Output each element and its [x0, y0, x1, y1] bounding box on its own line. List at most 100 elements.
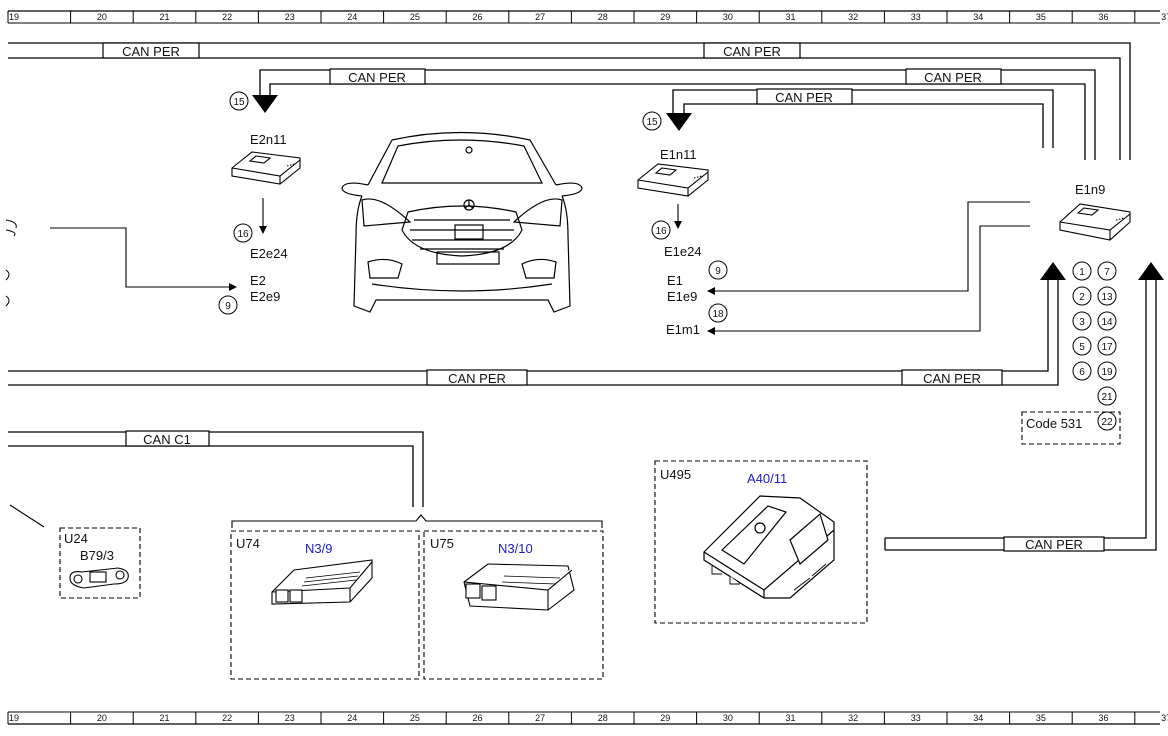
- control-module-icon: [637, 163, 709, 197]
- ref-number: 1: [1079, 267, 1085, 278]
- component-label-e1n9: E1n9: [1075, 182, 1105, 197]
- ruler-column-number: 23: [285, 713, 295, 723]
- ruler-column-number: 19: [9, 12, 19, 22]
- wire-e1m1: [707, 225, 1030, 335]
- ruler-column-number: 31: [785, 12, 795, 22]
- ref-number: 6: [1079, 367, 1085, 378]
- ruler-column-number: 34: [973, 12, 983, 22]
- bus-label-can-per: CAN PER: [924, 70, 982, 85]
- ruler-column-number: 21: [159, 713, 169, 723]
- ruler-column-number: 28: [598, 713, 608, 723]
- bus-label-can-c1: CAN C1: [143, 432, 191, 447]
- component-label-u74: U74: [236, 536, 260, 551]
- code-label: Code 531: [1026, 416, 1082, 431]
- ref-number: 9: [715, 266, 721, 277]
- ref-number-circle: [1097, 261, 1117, 281]
- ref-number: 15: [646, 117, 658, 128]
- can-per-e2n11-bus: [259, 69, 1096, 160]
- ref-number-circle: [1097, 361, 1117, 381]
- part-label-n3-9: N3/9: [305, 541, 332, 556]
- ref-number: 14: [1101, 317, 1113, 328]
- ruler-column-number: 37: [1161, 12, 1168, 22]
- part-label-b79-3: B79/3: [80, 548, 114, 563]
- ruler-column-number: 25: [410, 12, 420, 22]
- bus-label-can-per: CAN PER: [122, 44, 180, 59]
- ref-number-circle: [1072, 336, 1092, 356]
- can-per-top-bus: [8, 42, 1131, 160]
- component-label-e1n11: E1n11: [660, 147, 697, 162]
- bus-arrow-icon: [666, 113, 692, 131]
- ruler-column-number: 34: [973, 713, 983, 723]
- ref-number: 18: [712, 309, 724, 320]
- component-label-e1m1: E1m1: [666, 322, 700, 337]
- ruler-column-number: 31: [785, 713, 795, 723]
- ruler-column-number: 27: [535, 12, 545, 22]
- ruler-column-number: 23: [285, 12, 295, 22]
- ruler-column-number: 29: [660, 12, 670, 22]
- display-unit-icon: [703, 495, 835, 599]
- component-label-e2n11: E2n11: [250, 132, 287, 147]
- component-label-e1e9: E1e9: [667, 289, 697, 304]
- u495-box: [654, 460, 868, 624]
- bus-arrow-icon: [1040, 262, 1066, 280]
- bus-label-can-per: CAN PER: [923, 371, 981, 386]
- leader-line: [9, 504, 45, 528]
- cut-off-symbol-icon: [5, 269, 10, 307]
- ref-number-circle: [1097, 336, 1117, 356]
- can-per-bottom-bus: [884, 280, 1157, 551]
- ref-number-circle: [1097, 386, 1117, 406]
- code-box: [1021, 411, 1121, 445]
- ruler-column-number: 20: [97, 713, 107, 723]
- ruler-column-number: 19: [9, 713, 19, 723]
- bus-arrow-icon: [1138, 262, 1164, 280]
- ref-number: 16: [237, 229, 249, 240]
- ruler-column-number: 35: [1036, 12, 1046, 22]
- component-label-u495: U495: [660, 467, 691, 482]
- bottom-ruler: [8, 711, 1160, 725]
- ref-number: 9: [225, 301, 231, 312]
- ruler-column-number: 27: [535, 713, 545, 723]
- u75-box: [423, 530, 604, 680]
- ruler-column-number: 33: [911, 12, 921, 22]
- control-module-icon: [231, 151, 301, 185]
- ref-number: 22: [1101, 417, 1113, 428]
- ref-number: 5: [1079, 342, 1085, 353]
- bus-label-can-per: CAN PER: [1025, 537, 1083, 552]
- bus-label-can-per: CAN PER: [448, 371, 506, 386]
- cut-off-symbol-icon: [5, 219, 17, 237]
- ref-number: 19: [1101, 367, 1113, 378]
- part-label-n3-10: N3/10: [498, 541, 533, 556]
- bus-label-can-per: CAN PER: [723, 44, 781, 59]
- ecu-icon: [463, 563, 575, 611]
- bus-label-can-per: CAN PER: [775, 90, 833, 105]
- car-front-icon: [341, 131, 583, 313]
- ruler-column-number: 21: [159, 12, 169, 22]
- ruler-column-number: 28: [598, 12, 608, 22]
- u24-box: [59, 527, 141, 599]
- ref-number-circle: [1072, 261, 1092, 281]
- ref-number-circle: [1072, 311, 1092, 331]
- can-per-mid-bus: [8, 280, 1059, 386]
- bus-label-can-per: CAN PER: [348, 70, 406, 85]
- ref-number: 15: [233, 97, 245, 108]
- ruler-column-number: 30: [723, 713, 733, 723]
- ref-number: 13: [1101, 292, 1113, 303]
- ruler-column-number: 26: [472, 713, 482, 723]
- wire-e2e9: [50, 227, 237, 291]
- ruler-column-number: 33: [911, 713, 921, 723]
- ruler-column-number: 36: [1098, 12, 1108, 22]
- component-label-e2: E2: [250, 273, 266, 288]
- ruler-column-number: 22: [222, 713, 232, 723]
- ref-number: 2: [1079, 292, 1085, 303]
- component-label-e2e9: E2e9: [250, 289, 280, 304]
- ruler-column-number: 37: [1161, 713, 1168, 723]
- can-c1-bus: [8, 431, 424, 507]
- ref-number: 21: [1101, 392, 1113, 403]
- ref-number-circle: [1072, 286, 1092, 306]
- ruler-column-number: 26: [472, 12, 482, 22]
- ref-number: 16: [655, 226, 667, 237]
- ecu-icon: [271, 559, 373, 605]
- ruler-column-number: 30: [723, 12, 733, 22]
